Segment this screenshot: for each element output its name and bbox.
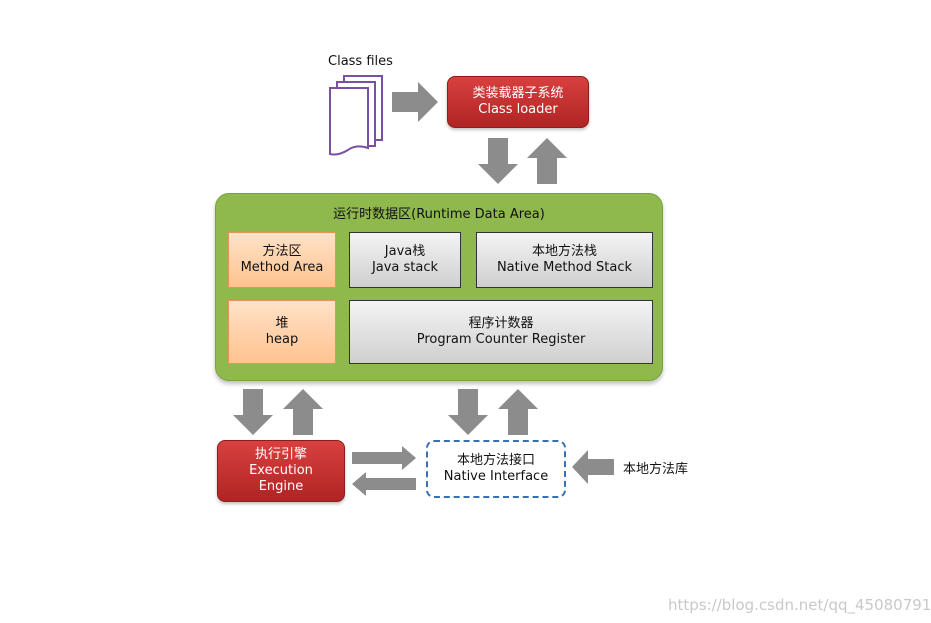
arrow-down-icon — [478, 138, 518, 184]
execution-engine-en2: Engine — [258, 479, 304, 494]
arrow-down-icon — [448, 389, 488, 435]
document-stack-icon — [329, 75, 383, 156]
pc-register-cn: 程序计数器 — [468, 316, 534, 331]
method-area-cn: 方法区 — [262, 244, 302, 259]
arrow-up-icon — [527, 138, 567, 184]
native-method-stack-en: Native Method Stack — [496, 260, 633, 275]
class-loader-cn: 类装载器子系统 — [472, 86, 564, 101]
class-loader-box: 类装载器子系统 Class loader — [447, 76, 589, 128]
arrow-right-icon — [392, 82, 438, 122]
arrow-left-icon — [572, 450, 614, 484]
native-library-label: 本地方法库 — [623, 462, 689, 477]
pc-register-box: 程序计数器 Program Counter Register — [349, 300, 653, 364]
java-stack-cn: Java栈 — [384, 244, 426, 259]
execution-engine-cn: 执行引擎 — [254, 447, 307, 462]
arrow-up-icon — [283, 389, 323, 435]
pc-register-en: Program Counter Register — [416, 332, 586, 347]
heap-cn: 堆 — [275, 316, 289, 331]
heap-en: heap — [265, 332, 299, 347]
runtime-data-area-title: 运行时数据区(Runtime Data Area) — [333, 207, 545, 222]
arrow-down-icon — [233, 389, 273, 435]
method-area-box: 方法区 Method Area — [228, 232, 336, 288]
arrow-up-icon — [498, 389, 538, 435]
native-interface-box: 本地方法接口 Native Interface — [426, 440, 566, 498]
watermark: https://blog.csdn.net/qq_45080791 — [668, 596, 931, 614]
native-interface-cn: 本地方法接口 — [456, 453, 535, 468]
runtime-data-area: 运行时数据区(Runtime Data Area) 方法区 Method Are… — [215, 193, 663, 381]
method-area-en: Method Area — [240, 260, 324, 275]
native-method-stack-cn: 本地方法栈 — [531, 244, 597, 259]
arrow-left-icon — [352, 472, 416, 496]
native-interface-en: Native Interface — [443, 469, 549, 484]
java-stack-en: Java stack — [371, 260, 439, 275]
native-method-stack-box: 本地方法栈 Native Method Stack — [476, 232, 653, 288]
execution-engine-en1: Execution — [249, 463, 313, 478]
class-files-label: Class files — [328, 54, 393, 69]
java-stack-box: Java栈 Java stack — [349, 232, 461, 288]
heap-box: 堆 heap — [228, 300, 336, 364]
arrow-right-icon — [352, 446, 416, 470]
class-loader-en: Class loader — [478, 102, 558, 117]
execution-engine-box: 执行引擎 Execution Engine — [217, 440, 345, 502]
